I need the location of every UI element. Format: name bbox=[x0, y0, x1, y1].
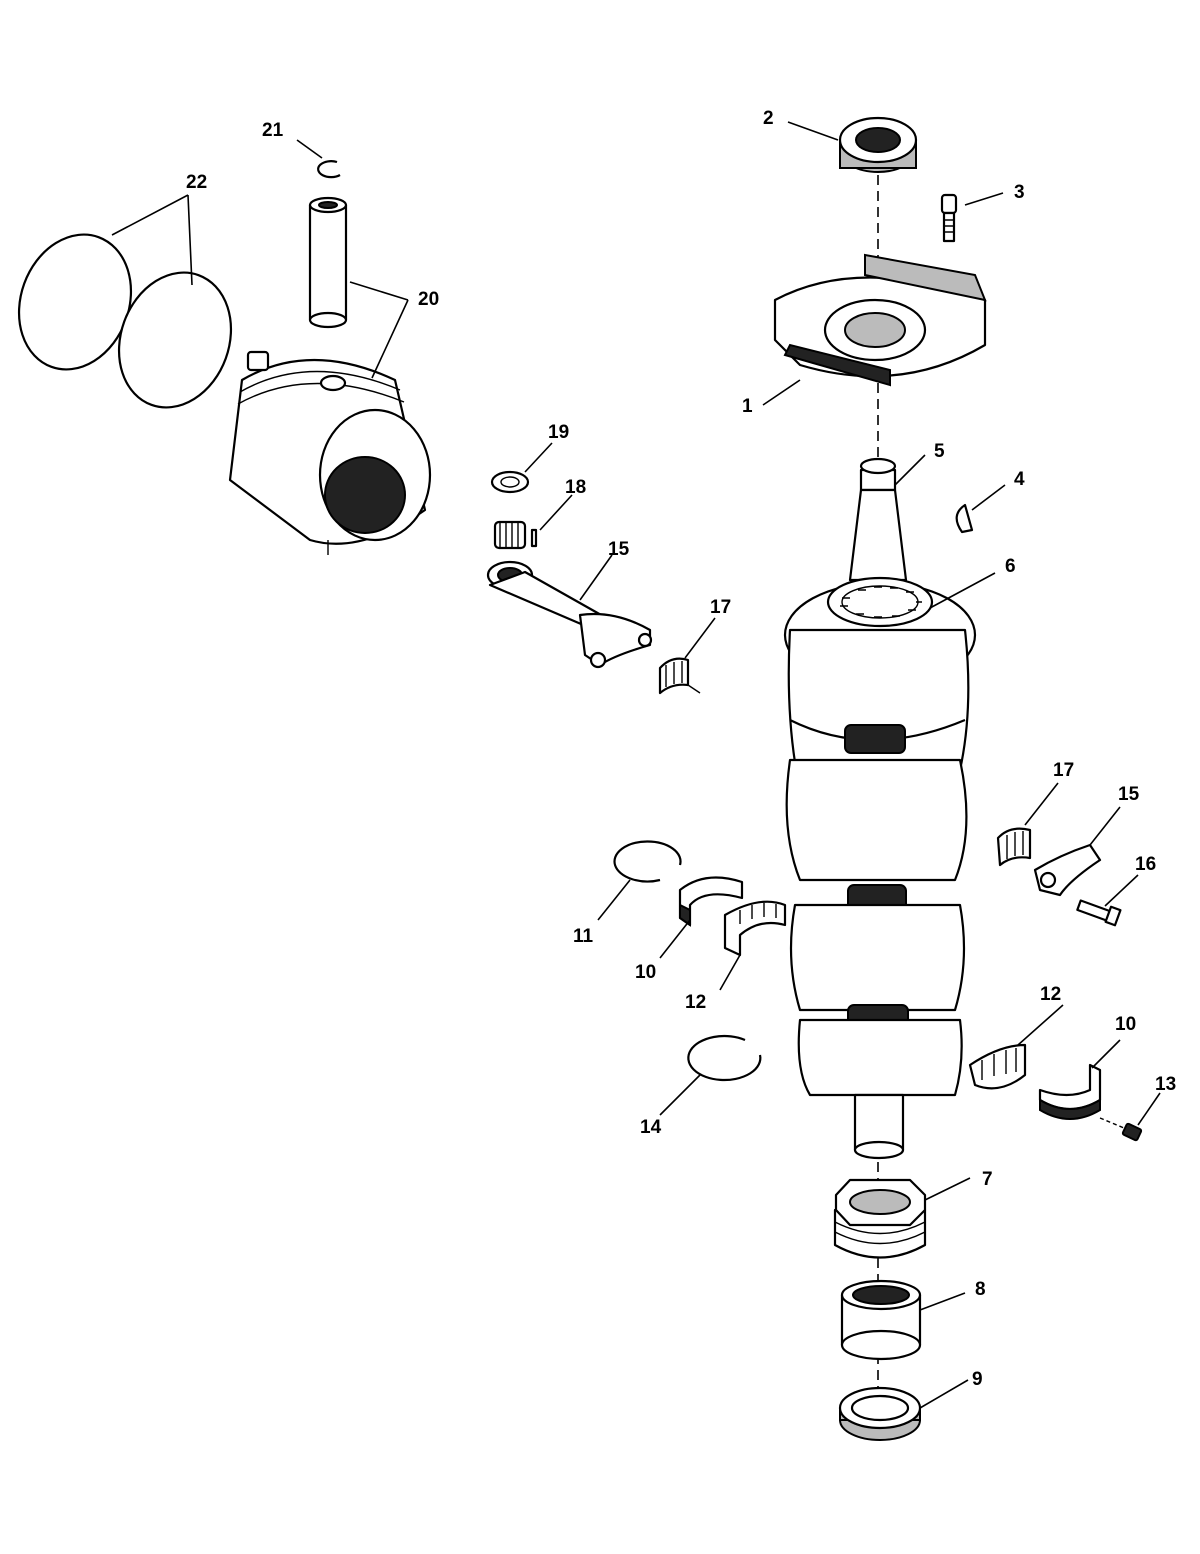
callout-12-left: 12 bbox=[685, 992, 706, 1013]
leader-lines bbox=[111, 121, 1161, 1409]
part-16-bolt bbox=[1076, 899, 1122, 927]
callout-13: 13 bbox=[1155, 1074, 1176, 1095]
part-15-connecting-rod bbox=[486, 560, 653, 669]
part-9-sleeve bbox=[838, 1386, 922, 1441]
callout-labels: 1 2 3 4 5 6 7 8 9 10 10 11 12 12 13 14 1… bbox=[186, 108, 1176, 1390]
callout-14: 14 bbox=[640, 1117, 662, 1138]
callout-10-left: 10 bbox=[635, 962, 656, 983]
part-17-needle-bearing-left bbox=[658, 657, 701, 695]
callout-3: 3 bbox=[1014, 182, 1025, 203]
callout-9: 9 bbox=[972, 1369, 983, 1390]
part-15-rod-cap bbox=[1033, 843, 1102, 897]
part-6-ball-bearing bbox=[826, 576, 934, 628]
part-1-upper-end-cap bbox=[773, 253, 987, 387]
part-14-retaining-ring bbox=[687, 1034, 762, 1082]
part-19-thrust-washer bbox=[490, 470, 530, 494]
part-4-woodruff-key bbox=[955, 503, 974, 534]
callout-20: 20 bbox=[418, 289, 439, 310]
callout-8: 8 bbox=[975, 1279, 986, 1300]
part-17-needle-bearing-right bbox=[996, 827, 1032, 867]
callout-21: 21 bbox=[262, 120, 284, 141]
part-13-screw bbox=[1099, 1117, 1143, 1142]
callout-10-right: 10 bbox=[1115, 1014, 1136, 1035]
callout-4: 4 bbox=[1014, 469, 1025, 490]
callout-17-left: 17 bbox=[710, 597, 731, 618]
part-2-oil-seal bbox=[838, 116, 918, 173]
part-12-needle-cage-left bbox=[723, 900, 787, 957]
part-10-bearing-race-right bbox=[1038, 1063, 1102, 1120]
callout-17-right: 17 bbox=[1053, 760, 1074, 781]
callout-5: 5 bbox=[934, 441, 945, 462]
callout-2: 2 bbox=[763, 108, 774, 129]
callout-12-right: 12 bbox=[1040, 984, 1061, 1005]
callout-15-left: 15 bbox=[608, 539, 630, 560]
part-8-roller-bearing bbox=[840, 1279, 922, 1361]
part-18-needle-bearing bbox=[493, 520, 538, 550]
part-3-screw bbox=[940, 193, 958, 243]
callout-6: 6 bbox=[1005, 556, 1016, 577]
part-5-crankshaft bbox=[783, 457, 977, 1160]
callout-11: 11 bbox=[573, 926, 594, 947]
part-10-bearing-race-left bbox=[678, 876, 744, 927]
part-7-bearing-housing bbox=[833, 1178, 927, 1259]
callout-22: 22 bbox=[186, 172, 207, 193]
part-20-piston bbox=[228, 350, 432, 555]
callout-18: 18 bbox=[565, 477, 586, 498]
callout-1: 1 bbox=[742, 396, 753, 417]
callout-15-right: 15 bbox=[1118, 784, 1140, 805]
part-12-needle-cage-right bbox=[968, 1043, 1027, 1090]
callout-16: 16 bbox=[1135, 854, 1156, 875]
part-11-retaining-ring bbox=[613, 840, 682, 883]
part-22-piston-rings bbox=[17, 233, 233, 409]
callout-7: 7 bbox=[982, 1169, 993, 1190]
part-21-lockring bbox=[317, 160, 341, 179]
part-20-wrist-pin bbox=[308, 196, 348, 329]
callout-19: 19 bbox=[548, 422, 569, 443]
